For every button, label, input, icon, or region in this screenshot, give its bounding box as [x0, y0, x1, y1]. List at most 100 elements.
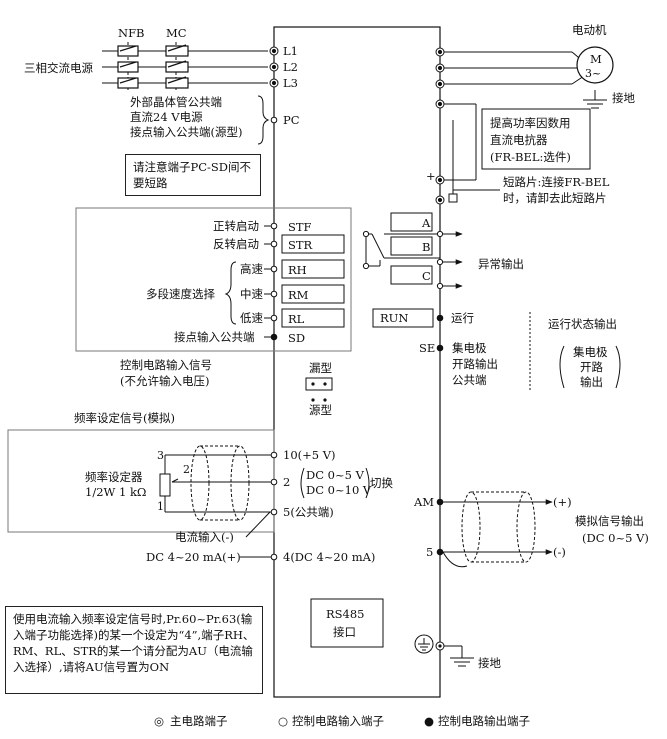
jumper-pin-1	[311, 382, 315, 386]
current-input-plus: DC 4~20 mA(+)	[146, 550, 241, 564]
motor-phase: 3~	[585, 67, 601, 80]
relay-c: C	[422, 269, 431, 283]
jumper-line-2: 时，请卸去此短路片	[503, 191, 607, 205]
input-label-rm: 中速	[240, 287, 263, 301]
run-terminal	[436, 314, 444, 322]
terminal-rl: RL	[288, 312, 305, 326]
range-left-paren	[300, 467, 305, 499]
reactor-box	[481, 108, 591, 170]
sink-source-jumper	[305, 377, 333, 391]
input-terminals	[270, 222, 278, 341]
reactor-lines	[444, 103, 500, 203]
source-label: 源型	[309, 403, 332, 417]
oc-line-1: 集电极	[573, 345, 608, 359]
current-input-minus: 电流输入(-)	[175, 530, 234, 544]
mc-contactor	[165, 44, 189, 89]
rs485-line-1: RS485	[326, 607, 365, 621]
legend-main-symbol: ◎	[154, 714, 164, 728]
freq-title: 频率设定信号(模拟)	[74, 411, 175, 425]
ground-main-terminal-dot	[438, 644, 442, 648]
run-box	[372, 308, 434, 328]
reactor-plus: +	[426, 169, 436, 183]
input-terminal-boxes	[281, 234, 345, 328]
terminal-str: STR	[288, 238, 313, 252]
relay-boxes	[390, 212, 433, 285]
input-label-rl: 低速	[240, 311, 263, 325]
input-frame	[75, 207, 352, 352]
power-source-label: 三相交流电源	[24, 61, 93, 75]
pc-line-2: 直流24 V电源	[130, 110, 203, 124]
reactor-line-1: 提高功率因数用	[490, 116, 571, 130]
se-line-3: 公共端	[452, 373, 487, 387]
freq-wires	[164, 454, 274, 558]
shield-cable-output	[461, 491, 536, 563]
pc-brace	[257, 95, 270, 145]
terminal-rh: RH	[288, 263, 307, 277]
oc-right-paren	[615, 345, 621, 389]
relay-terminals	[362, 230, 444, 290]
input-caption-1: 控制电路输入信号	[120, 358, 212, 372]
inverter-body	[273, 26, 441, 698]
freq-terminals	[270, 451, 278, 561]
legend-input-label: 控制电路输入端子	[292, 714, 384, 728]
bottom-ground-label: 接地	[478, 656, 501, 670]
input-label-str: 反转启动	[213, 237, 259, 251]
shield-cable-input	[190, 445, 250, 521]
oc-line-3: 输出	[580, 375, 603, 389]
terminal-run: RUN	[380, 311, 408, 325]
terminal-2: 2	[283, 475, 290, 489]
relay-b: B	[422, 240, 430, 254]
analog-plus: (+)	[553, 495, 572, 509]
motor-output-terminals	[435, 47, 445, 205]
pot-pin-1: 1	[157, 500, 164, 513]
jumper-line-1: 短路片:连接FR-BEL	[503, 175, 610, 189]
pot-line-1: 频率设定器	[85, 470, 143, 484]
analog-terminals	[436, 498, 444, 556]
terminal-5-common: 5(公共端)	[283, 505, 334, 519]
motor-title: 电动机	[572, 23, 607, 37]
input-label-rh: 高速	[240, 262, 263, 276]
run-label: 运行	[451, 311, 474, 325]
rs485-line-2: 接口	[333, 625, 356, 639]
mc-label: MC	[166, 26, 187, 40]
oc-left-paren	[559, 345, 565, 389]
note-pc-sd: 请注意端子PC-SD间不要短路	[125, 154, 261, 196]
multispeed-brace	[224, 261, 237, 325]
nfb-breaker	[117, 45, 139, 89]
analog-wires	[442, 499, 553, 568]
analog-line-2: (DC 0~5 V)	[582, 531, 649, 545]
ground-terminal-symbol	[418, 638, 430, 651]
jumper-pin-4	[323, 398, 327, 402]
pot-pin-3: 3	[157, 449, 164, 462]
motor-symbol: M	[590, 52, 602, 66]
relay-a: A	[421, 216, 431, 230]
jumper-pin-2	[323, 382, 327, 386]
terminal-se: SE	[419, 341, 435, 355]
motor-icon	[576, 46, 614, 84]
analog-minus: (-)	[553, 545, 566, 559]
legend-output-symbol: ●	[424, 714, 434, 728]
reactor-line-2: 直流电抗器	[490, 133, 548, 147]
range-line-2: DC 0~10 V	[306, 483, 372, 497]
oc-line-2: 开路	[580, 360, 603, 374]
terminal-l1: L1	[283, 44, 298, 58]
jumper-pin-3	[311, 398, 315, 402]
sink-label: 漏型	[309, 361, 332, 375]
note-current-input: 使用电流输入频率设定信号时,Pr.60~Pr.63(输入端子功能选择)的某一个设…	[5, 606, 263, 694]
terminal-am: AM	[413, 495, 434, 509]
multispeed-label: 多段速度选择	[146, 287, 215, 301]
se-line-2: 开路输出	[452, 357, 498, 371]
nfb-label: NFB	[118, 26, 145, 40]
range-right-paren	[365, 467, 370, 499]
legend-main-label: 主电路端子	[170, 714, 228, 728]
ground-wire	[444, 645, 474, 667]
terminal-l3: L3	[283, 76, 298, 90]
pc-terminal-label: PC	[283, 113, 300, 127]
terminal-l2: L2	[283, 60, 298, 74]
input-label-sd: 接点输入公共端	[174, 330, 255, 344]
terminal-4: 4(DC 4~20 mA)	[283, 550, 375, 564]
potentiometer	[159, 473, 171, 497]
terminal-rm: RM	[288, 288, 309, 302]
pc-terminal	[270, 116, 278, 124]
